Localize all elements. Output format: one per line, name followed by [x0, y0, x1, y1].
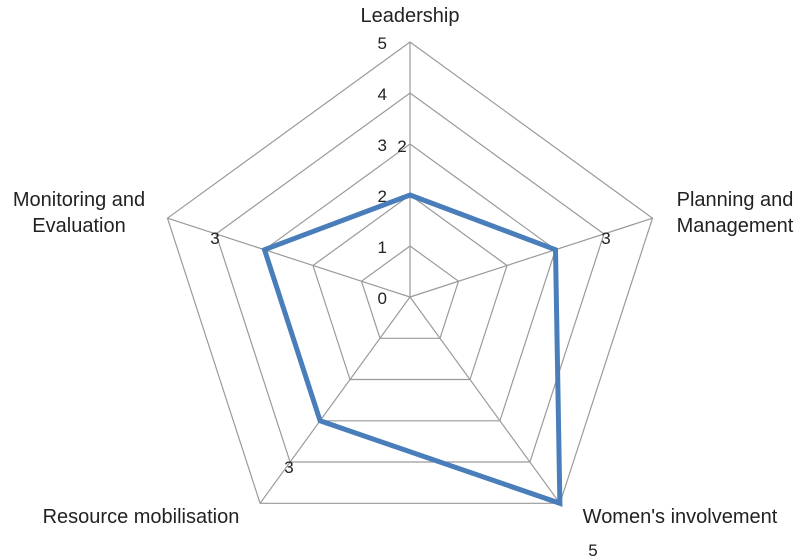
- axis-label-1: Leadership: [361, 5, 460, 27]
- grid-ring-5: [166, 41, 654, 504]
- axis-spoke-2: [409, 217, 653, 298]
- data-label-2: 3: [601, 229, 610, 248]
- grid-ring-3: [263, 143, 557, 422]
- series-line-1: [261, 192, 563, 507]
- axis-label-3: Women's involvement: [583, 506, 778, 528]
- axis-label-4: Resource mobilisation: [43, 506, 240, 528]
- grid-ring-2: [312, 194, 508, 381]
- data-label-1: 2: [397, 137, 406, 156]
- axis-spoke-3: [409, 296, 561, 504]
- tick-label-1: 1: [378, 238, 387, 257]
- radar-grid: [166, 41, 654, 504]
- tick-label-4: 4: [378, 85, 387, 104]
- axis-spoke-5: [167, 217, 411, 298]
- data-label-4: 3: [284, 458, 293, 477]
- tick-label-5: 5: [378, 34, 387, 53]
- radial-tick-labels: 0 1 2 3 4 5: [378, 34, 387, 308]
- tick-label-2: 2: [378, 187, 387, 206]
- series-layer: [261, 192, 563, 507]
- data-label-3: 5: [588, 541, 597, 559]
- axis-spoke-4: [259, 296, 411, 504]
- grid-ring-1: [360, 245, 460, 339]
- grid-ring-4: [215, 92, 605, 463]
- tick-label-3: 3: [378, 136, 387, 155]
- tick-label-0: 0: [378, 289, 387, 308]
- data-label-5: 3: [210, 229, 219, 248]
